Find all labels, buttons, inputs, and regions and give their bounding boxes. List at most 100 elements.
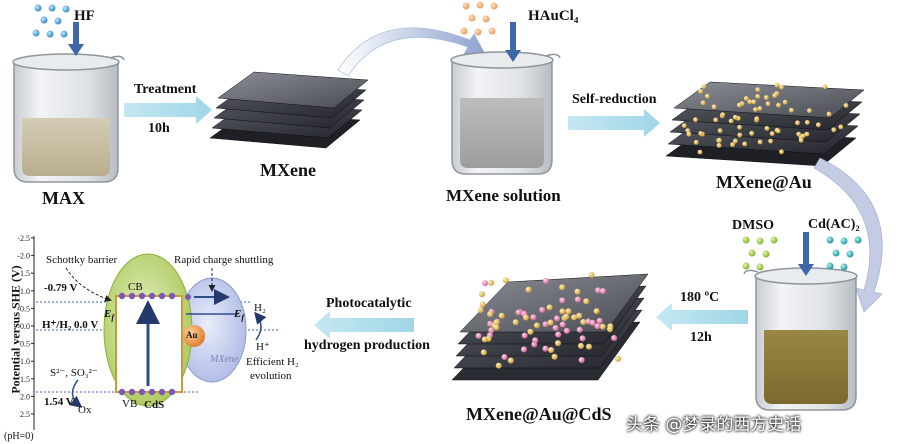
au-particle [782,99,788,105]
au-cds-particles [475,272,622,369]
dmso-label: DMSO [732,218,774,233]
au-particle [479,291,485,298]
cds-particle [595,287,602,294]
au-particle [720,112,726,117]
au-particle [580,319,587,325]
au-particle [559,284,566,291]
au-particle [789,107,794,113]
au-particle [717,128,723,134]
au-particle [838,124,844,130]
au-particle [733,138,738,144]
ef-right-label: Ef [234,308,244,322]
au-particle [749,130,755,136]
au-particle [742,141,748,147]
hole [138,388,146,396]
vb-holes [118,388,176,396]
au-particle [764,125,770,131]
au-particle [547,319,554,326]
au-particle [588,272,595,278]
hole [148,388,156,396]
hf-label: HF [74,8,95,24]
y-tick-label: 2.0 [20,392,30,401]
au-particle [607,326,613,333]
au-particle [751,99,757,105]
au-particle [826,111,832,117]
au-particle [737,132,743,138]
cds-particle [539,306,546,313]
au-particle [493,324,500,331]
vb-potential-label: 1.54 V [44,396,74,408]
au-ball [183,325,205,347]
au-particle [546,304,553,311]
au-particle [768,138,773,144]
au-particle [779,84,784,90]
haucl4-dots [460,1,498,36]
au-particle [804,131,810,137]
cds-particle [542,345,549,352]
cds-particle [521,332,528,339]
electron [168,292,176,300]
ef-sub: f [111,313,115,323]
au-particle [586,343,592,350]
time-10h-label: 10h [148,121,170,136]
h2-label: H₂ [254,302,266,314]
y-tick-label: -1.0 [17,287,30,296]
au-particle [512,319,519,326]
au-particle [555,340,561,347]
heating-arrow [656,303,748,331]
cd-ac-label: Cd(AC)₂ [808,217,860,232]
cds-particle [515,309,522,316]
au-particle [754,116,760,122]
time-12h-label: 12h [690,330,712,345]
cb-electrons [118,292,176,300]
mxene-solution-label: MXene solution [446,186,561,205]
electron [138,292,146,300]
mxene-shell-label: MXene [210,354,239,365]
au-particle [747,99,753,105]
cds-particle [543,278,549,284]
cds-particle [554,315,560,322]
mxene-label: MXene [260,160,316,180]
au-particle [487,311,494,318]
cb-potential-label: -0.79 V [44,282,78,294]
au-particle [495,362,502,369]
electron [158,292,166,300]
au-particle [757,139,763,145]
hydrogen-production-label: hydrogen production [304,338,430,353]
hole [118,388,126,396]
beaker-cds-precursor [743,267,858,411]
max-label: MAX [42,188,85,208]
au-particle [522,314,529,321]
haucl4-arrow [505,22,521,62]
y-axis-ticks: -2.5-2.0-1.5-1.0-0.50.00.51.01.52.02.5 [17,234,34,419]
ox-label: Ox [78,404,92,416]
au-particle [574,288,581,295]
au-particle [693,117,698,123]
cds-particle [552,324,559,331]
efficient-label: Efficient H₂ [246,356,299,368]
au-particle [737,124,742,130]
beaker-mxene-solution [450,51,561,175]
au-particle [816,122,821,128]
au-particle [700,100,706,106]
cds-particle [596,317,603,324]
y-tick-label: 0.5 [20,340,30,349]
au-particle [498,312,505,319]
au-particle [831,127,837,133]
mxene-au-label: MXene@Au [716,172,812,192]
au-particle [578,342,584,349]
au-particle [779,149,784,155]
au-particle [765,101,771,107]
y-tick-label: 1.5 [20,375,30,384]
electron [128,292,136,300]
au-particle [753,107,758,112]
treatment-arrow [124,96,212,124]
au-particle [755,94,761,99]
haucl4-label: HAuCl₄ [528,8,579,24]
au-particle [701,84,707,89]
ef-letter: E [104,308,112,320]
ef-letter-right: E [234,308,242,320]
electron [118,292,126,300]
au-particle [732,114,738,120]
